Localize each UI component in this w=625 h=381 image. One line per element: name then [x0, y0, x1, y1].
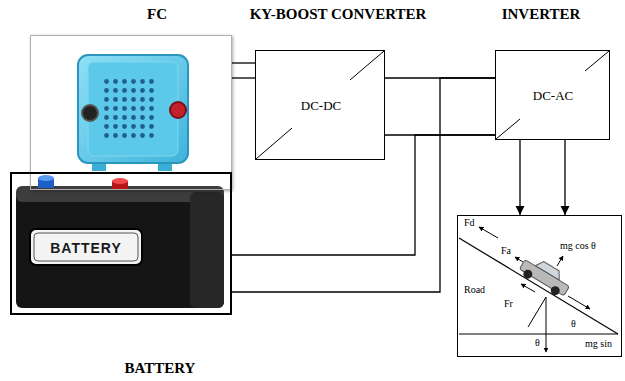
inverter-diagonal [585, 51, 609, 71]
battery-panel: BATTERYBATTERY [10, 172, 232, 315]
cell-terminal [170, 102, 186, 118]
gravity-arrow [546, 297, 547, 352]
text-slot: Fd [464, 217, 475, 228]
block-heading: KY-BOOST CONVERTER [250, 6, 427, 23]
fuel-cell-picture [78, 55, 188, 171]
ground-line [459, 334, 618, 335]
text-slot: mg sin [585, 338, 612, 349]
cell-face [88, 62, 178, 156]
battery-plate-rim [34, 233, 138, 261]
battery-wire [232, 78, 495, 292]
text-slot: DC-AC [533, 89, 573, 104]
text-slot: BATTERY [125, 360, 196, 377]
power-wire [232, 62, 255, 63]
normal-line [528, 297, 546, 327]
block-heading: FC [147, 6, 167, 23]
text-slot: INVERTER [502, 6, 581, 23]
text-slot: Fa [501, 245, 511, 256]
force-label: Fr [504, 298, 513, 309]
converter-diagonal [256, 128, 292, 159]
drive-arrow [519, 140, 520, 215]
force-arrow [515, 257, 523, 262]
block-heading: BATTERY [125, 360, 196, 377]
power-wire [232, 77, 255, 78]
car-body [519, 260, 569, 296]
angle-label: θ [571, 318, 576, 329]
cell-grid [102, 77, 156, 140]
force-label: Fd [464, 217, 475, 228]
text-slot: θ [535, 337, 540, 348]
force-label: mg cos θ [560, 240, 596, 251]
block-heading: INVERTER [502, 6, 581, 23]
vehicle-picture [459, 227, 618, 352]
cell-body [78, 55, 188, 163]
block-label: DC-AC [533, 89, 573, 104]
inverter-box: INVERTERDC-AC [495, 50, 610, 140]
battery-plate-text: BATTERY [50, 240, 122, 256]
text-slot: BATTERY [50, 240, 122, 256]
connector-group [232, 63, 565, 292]
force-arrow [568, 296, 590, 309]
road-slope [459, 238, 618, 334]
battery-picture [16, 175, 224, 308]
text-slot: Fr [504, 298, 513, 309]
inverter-diagonal [496, 119, 520, 139]
force-arrow [521, 284, 535, 292]
text-slot: mg cos θ [560, 240, 596, 251]
fuel-cell-panel: FC [30, 35, 232, 190]
battery-side [190, 192, 224, 308]
converter-symbols [256, 51, 609, 159]
battery-terminal [112, 178, 128, 184]
battery-wire [232, 135, 495, 255]
text-slot: KY-BOOST CONVERTER [250, 6, 427, 23]
force-arrow [557, 256, 563, 266]
vehicle-panel: Fd mg cos θ FaRoadFr θ θ mg sin [457, 215, 622, 357]
force-arrow [479, 227, 498, 238]
angle-label: θ [535, 337, 540, 348]
car-wheel [522, 268, 534, 280]
text-slot: FC [147, 6, 167, 23]
converter-box: KY-BOOST CONVERTERDC-DC [255, 50, 385, 160]
force-label: Fa [501, 245, 511, 256]
force-label: mg sin [585, 338, 612, 349]
block-label: DC-DC [301, 99, 341, 114]
road-label: Road [464, 284, 485, 295]
battery-body [16, 190, 224, 308]
text-slot: θ [571, 318, 576, 329]
text-slot: DC-DC [301, 99, 341, 114]
text-slot: Road [464, 284, 485, 295]
battery-terminal [38, 175, 54, 181]
converter-diagonal [350, 51, 384, 80]
car-wheel [549, 285, 561, 297]
battery-plate [30, 229, 142, 265]
car-figure [517, 253, 574, 300]
cell-terminal [82, 105, 98, 121]
drive-arrow [564, 140, 565, 215]
